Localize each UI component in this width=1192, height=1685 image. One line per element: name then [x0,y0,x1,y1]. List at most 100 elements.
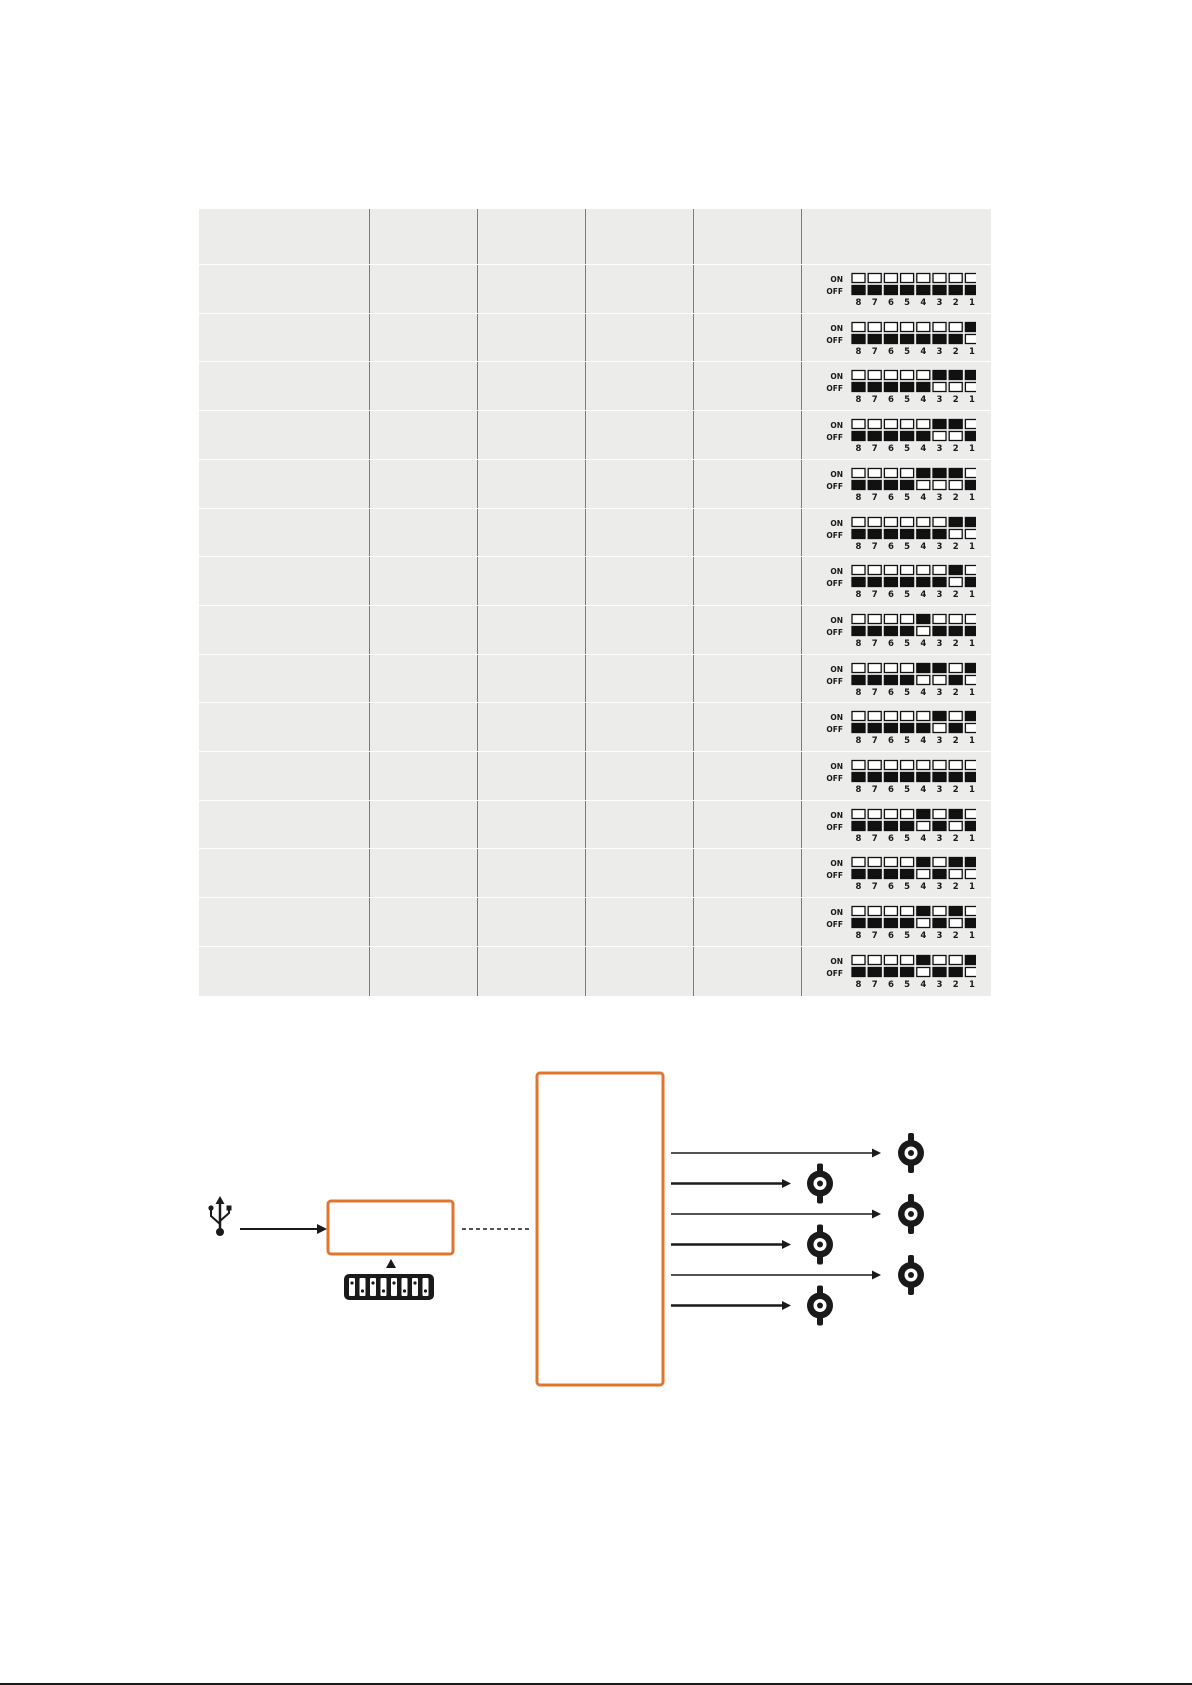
switch-off-cell [916,869,931,880]
switch-number: 2 [953,980,959,990]
switch-off-cell [883,479,899,490]
switch-off-cell [851,723,866,734]
switch-number: 4 [920,298,926,308]
switch-number: 8 [856,298,862,308]
dip-slot [422,1278,429,1296]
row-divider [199,556,991,558]
off-label: OFF [826,482,843,491]
switch-off-cell [948,284,963,296]
switch-number: 6 [888,688,894,698]
switch-number: 4 [920,444,926,454]
switch-number: 8 [856,980,862,990]
switch-number: 7 [872,347,878,357]
switch-off-cell [883,284,899,296]
switch-number: 6 [888,444,894,454]
switch-number: 1 [969,785,975,795]
switch-number: 5 [904,980,910,990]
switch-number: 5 [904,590,910,600]
switch-off-cell [867,869,882,880]
row-divider [199,702,991,704]
on-label: ON [830,275,843,284]
distribution-box [535,1071,665,1387]
switch-off-cell [916,723,931,734]
switch-on-cell [867,370,882,381]
switch-off-cell [851,869,866,880]
switch-on-cell [851,370,866,381]
switch-off-cell [851,479,866,490]
switch-number: 1 [969,493,975,503]
switch-on-cell [932,905,947,917]
switch-number: 7 [872,395,878,405]
switch-on-cell [932,857,947,868]
switch-off-cell [932,674,947,685]
switch-on-cell [851,418,866,430]
page-bottom-rule [0,1683,1192,1685]
switch-off-cell [932,917,947,929]
switch-off-cell [964,674,976,685]
switch-off-cell [883,723,899,734]
usb-input-arrow [240,1224,327,1234]
switch-on-cell [964,467,976,478]
switch-on-cell [899,857,915,868]
switch-on-cell [916,857,931,868]
switch-on-cell [899,467,915,478]
switch-number: 1 [969,395,975,405]
switch-on-cell [916,662,931,673]
switch-on-cell [916,418,931,430]
switch-on-cell [932,662,947,673]
switch-off-cell [883,382,899,393]
switch-off-cell [851,625,866,637]
switch-on-cell [964,662,976,673]
switch-on-cell [932,467,947,478]
switch-on-cell [899,370,915,381]
switch-on-cell [964,905,976,917]
switch-on-cell [851,857,866,868]
switch-on-cell [948,954,963,965]
switch-off-cell [899,479,915,490]
switch-number: 4 [920,785,926,795]
switch-number: 5 [904,834,910,844]
switch-on-cell [867,321,882,332]
switch-number: 3 [937,444,943,454]
switch-number: 5 [904,493,910,503]
switch-on-cell [883,613,899,625]
switch-on-cell [883,321,899,332]
switch-number: 2 [953,639,959,649]
switch-number: 8 [856,347,862,357]
switch-off-cell [916,528,931,539]
switch-on-cell [899,905,915,917]
off-label: OFF [826,871,843,880]
switch-off-cell [948,966,963,977]
switch-number: 5 [904,347,910,357]
switch-on-cell [883,808,899,819]
switch-on-cell [867,516,882,527]
switch-on-cell [867,467,882,478]
switch-on-cell [964,954,976,965]
switch-number: 6 [888,834,894,844]
switch-off-cell [851,528,866,539]
switch-on-cell [948,467,963,478]
dip-slot [359,1278,366,1296]
switch-on-cell [883,759,899,771]
column-divider [585,209,586,996]
switch-on-cell [899,759,915,771]
arrow-head [782,1240,791,1249]
switch-on-cell [899,516,915,527]
on-label: ON [830,567,843,576]
arrow-head [872,1209,881,1219]
switch-off-cell [932,820,947,831]
switch-number: 8 [856,688,862,698]
switch-off-cell [899,723,915,734]
switch-number: 5 [904,931,910,941]
switch-on-cell [964,759,976,771]
dip-switch-block-icon [344,1274,434,1300]
switch-off-cell [948,625,963,637]
switch-off-cell [948,820,963,831]
switch-off-cell [916,625,931,637]
switch-off-cell [883,966,899,977]
switch-on-cell [932,954,947,965]
switch-on-cell [883,272,899,284]
switch-off-cell [867,820,882,831]
